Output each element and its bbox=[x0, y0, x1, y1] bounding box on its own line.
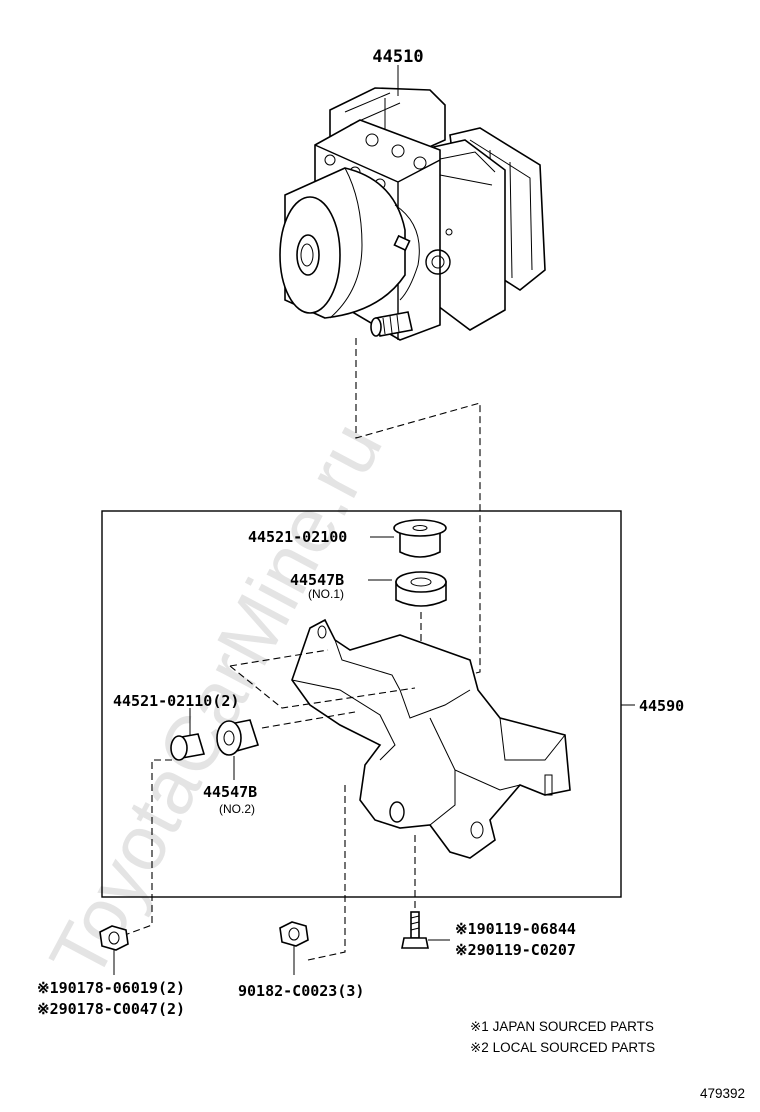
nut-left-drawing[interactable] bbox=[99, 925, 129, 951]
part-sublabel-no1: (NO.1) bbox=[308, 587, 344, 601]
part-label-nut-middle[interactable]: 90182-C0023(3) bbox=[238, 982, 364, 1000]
part-label-bolt-1[interactable]: ※190119-06844 bbox=[455, 920, 576, 938]
note-japan-sourced: ※1 JAPAN SOURCED PARTS bbox=[470, 1019, 654, 1034]
part-label-cushion-upper[interactable]: 44547B bbox=[290, 571, 344, 589]
diagram-id: 479392 bbox=[700, 1086, 745, 1101]
part-sublabel-no2: (NO.2) bbox=[219, 802, 255, 816]
collar-upper-drawing[interactable] bbox=[393, 519, 447, 558]
part-label-nut-left-1[interactable]: ※190178-06019(2) bbox=[37, 979, 185, 997]
part-label-nut-left-2[interactable]: ※290178-C0047(2) bbox=[37, 1000, 185, 1018]
abs-actuator-drawing[interactable] bbox=[279, 87, 546, 341]
cushion-upper-drawing[interactable] bbox=[395, 571, 447, 607]
collar-side-drawing[interactable] bbox=[170, 733, 206, 761]
bolt-drawing[interactable] bbox=[401, 911, 429, 949]
part-label-collar-side[interactable]: 44521-02110(2) bbox=[113, 692, 239, 710]
part-label-bolt-2[interactable]: ※290119-C0207 bbox=[455, 941, 576, 959]
cushion-side-drawing[interactable] bbox=[216, 719, 260, 756]
nut-middle-drawing[interactable] bbox=[279, 921, 309, 947]
part-label-cushion-side[interactable]: 44547B bbox=[203, 783, 257, 801]
bracket-assembly-frame bbox=[101, 510, 622, 898]
bracket-drawing[interactable] bbox=[291, 618, 571, 859]
part-label-44590[interactable]: 44590 bbox=[639, 697, 684, 715]
note-local-sourced: ※2 LOCAL SOURCED PARTS bbox=[470, 1040, 655, 1055]
part-label-collar-upper[interactable]: 44521-02100 bbox=[248, 528, 347, 546]
part-label-44510[interactable]: 44510 bbox=[372, 47, 423, 67]
